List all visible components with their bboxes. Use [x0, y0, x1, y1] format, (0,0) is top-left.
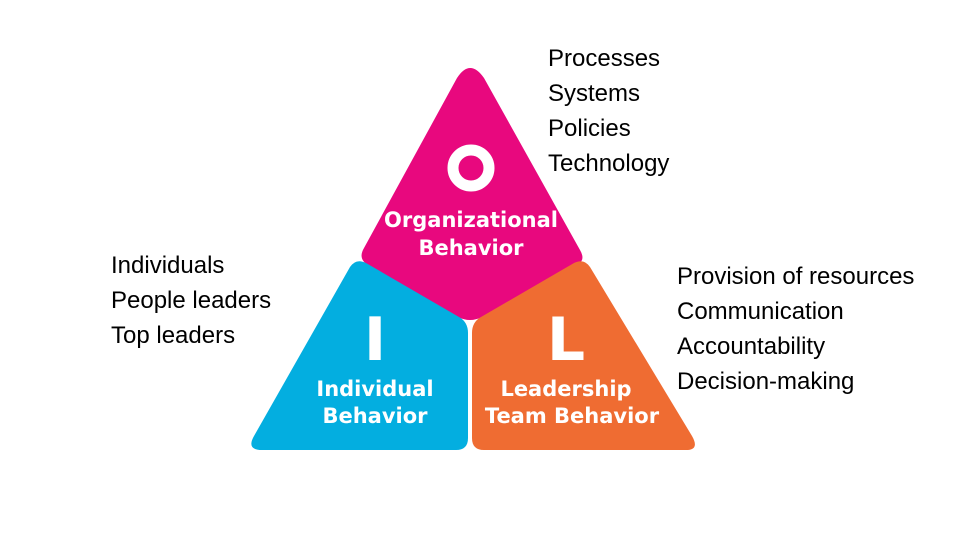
list-item: Top leaders	[111, 322, 236, 349]
list-item: People leaders	[111, 287, 272, 314]
leadership-label-line1: Leadership	[500, 377, 631, 401]
list-item: Processes	[548, 45, 661, 72]
organizational-segment	[361, 68, 583, 320]
leadership-segment	[472, 261, 695, 450]
individual-segment	[251, 261, 468, 450]
list-item: Policies	[548, 115, 631, 142]
list-item: Technology	[548, 150, 670, 177]
individual-letter: I	[364, 305, 386, 375]
list-item: Systems	[548, 80, 641, 107]
list-item: Decision-making	[677, 368, 855, 395]
list-item: Provision of resources	[677, 263, 915, 290]
individual-label-line2: Behavior	[322, 404, 428, 428]
list-item: Individuals	[111, 252, 225, 279]
individual-label-line1: Individual	[316, 377, 433, 401]
organizational-label-line1: Organizational	[384, 208, 558, 232]
leadership-label-line2: Team Behavior	[485, 404, 660, 428]
list-item: Communication	[677, 298, 844, 325]
list-item: Accountability	[677, 333, 826, 360]
organizational-items-list: Processes Systems Policies Technology	[548, 41, 669, 181]
o-letter-icon	[447, 144, 495, 192]
leadership-items-list: Provision of resources Communication Acc…	[677, 259, 914, 399]
leadership-letter: L	[547, 305, 585, 375]
organizational-label-line2: Behavior	[418, 236, 524, 260]
individual-items-list: Individuals People leaders Top leaders	[111, 248, 271, 353]
